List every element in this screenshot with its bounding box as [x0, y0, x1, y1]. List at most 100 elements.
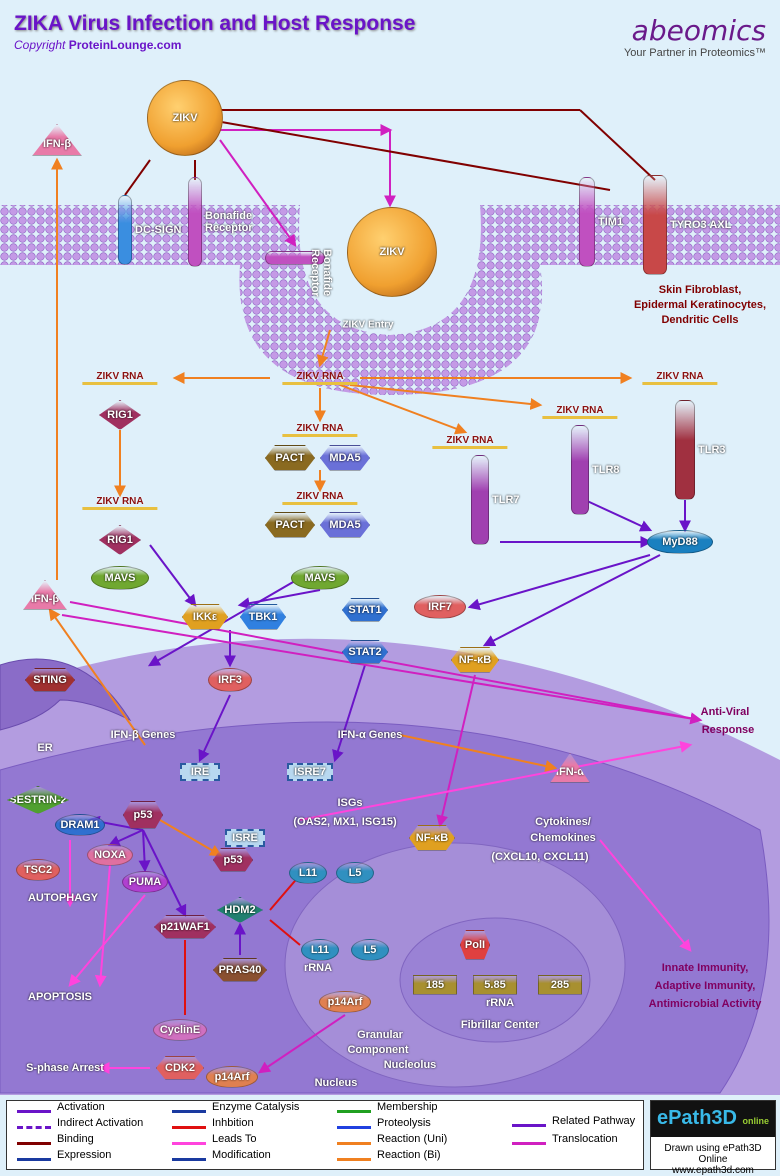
node-pras40[interactable]: PRAS40 [213, 958, 267, 982]
node-nfkb2[interactable]: NF-κB [409, 825, 455, 851]
label-kera: Epidermal Keratinocytes, [633, 299, 767, 311]
node-label: MDA5 [329, 519, 361, 531]
node-zikv-top[interactable]: ZIKV [147, 80, 223, 156]
node-label: ZIKV RNA [296, 423, 344, 434]
node-cdk2[interactable]: CDK2 [156, 1056, 204, 1080]
node-cycline[interactable]: CyclinE [153, 1019, 207, 1041]
node-p14a[interactable]: p14Arf [319, 991, 371, 1013]
node-rna-pact1[interactable]: ZIKV RNA [282, 423, 358, 437]
node-ire[interactable]: IRE [180, 763, 220, 781]
node-ikke[interactable]: IKKε [182, 604, 228, 630]
node-bonafide2[interactable]: Bonafide Receptor [265, 249, 333, 297]
legend-item: Modification [172, 1149, 271, 1161]
epath3d-badge[interactable]: ePath3D online Drawn using ePath3D Onlin… [650, 1100, 776, 1176]
node-mavs2[interactable]: MAVS [291, 566, 349, 590]
legend-swatch-icon [512, 1133, 546, 1145]
node-label: 285 [550, 979, 570, 991]
legend-item: Leads To [172, 1133, 256, 1145]
node-tlr7[interactable]: TLR7 [471, 455, 520, 545]
node-label: STING [33, 674, 67, 686]
label-nucleolus: Nucleolus [383, 1059, 437, 1071]
node-label: L5 [348, 867, 362, 879]
node-tyro3[interactable]: TYRO3 AXL [643, 175, 731, 275]
node-stat2[interactable]: STAT2 [342, 640, 388, 664]
node-myd88[interactable]: MyD88 [647, 530, 713, 554]
node-tlr3[interactable]: TLR3 [675, 400, 726, 500]
node-dram1[interactable]: DRAM1 [55, 814, 105, 836]
node-tim1[interactable]: TIM1 [579, 177, 623, 267]
node-tsc2[interactable]: TSC2 [16, 859, 60, 881]
node-label: ZIKV RNA [96, 496, 144, 507]
node-noxa[interactable]: NOXA [87, 844, 133, 866]
copyright-link[interactable]: ProteinLounge.com [68, 38, 182, 52]
node-p53a[interactable]: p53 [123, 801, 163, 829]
node-l5b[interactable]: L5 [351, 939, 389, 961]
node-p53b[interactable]: p53 [213, 848, 253, 872]
label-autophagy: AUTOPHAGY [27, 892, 99, 904]
node-rna-tlr7[interactable]: ZIKV RNA [432, 435, 508, 449]
edge-37 [138, 829, 151, 873]
node-mda5b[interactable]: MDA5 [320, 512, 370, 538]
node-rna-l[interactable]: ZIKV RNA [82, 371, 158, 385]
node-sting[interactable]: STING [25, 668, 75, 692]
logo-tagline: Your Partner in Proteomics™ [623, 47, 766, 59]
legend-swatch-icon [17, 1117, 51, 1129]
node-l11a[interactable]: L11 [289, 862, 327, 884]
node-p14b[interactable]: p14Arf [206, 1066, 258, 1088]
edge-7 [219, 139, 297, 247]
edge-41 [94, 864, 111, 988]
legend-swatch-icon [17, 1133, 51, 1145]
node-tbk1[interactable]: TBK1 [240, 604, 286, 630]
legend-label: Indirect Activation [57, 1117, 144, 1129]
node-label: 185 [425, 979, 445, 991]
node-bonafide1[interactable]: Bonafide Receptor [188, 177, 253, 267]
label-antiviral1: Anti-Viral [700, 706, 750, 718]
node-mavs1[interactable]: MAVS [91, 566, 149, 590]
node-label: DC-SIGN [135, 224, 182, 236]
legend-item: Enzyme Catalysis [172, 1101, 299, 1113]
node-irf7[interactable]: IRF7 [414, 595, 466, 619]
node-zikv-entry[interactable]: ZIKV Entry [328, 320, 407, 331]
node-r185[interactable]: 185 [413, 975, 457, 995]
node-l11b[interactable]: L11 [301, 939, 339, 961]
label-sphase: S-phase Arrest [26, 1062, 104, 1074]
legend-swatch-icon [337, 1101, 371, 1113]
node-r285[interactable]: 285 [538, 975, 582, 995]
node-dc-sign[interactable]: DC-SIGN [118, 195, 181, 265]
node-puma[interactable]: PUMA [122, 871, 168, 893]
node-pact2[interactable]: PACT [265, 512, 315, 538]
label-nucleus: Nucleus [314, 1077, 358, 1089]
legend-swatch-icon [172, 1117, 206, 1129]
node-isre7[interactable]: ISRE7 [287, 763, 333, 781]
node-pact1[interactable]: PACT [265, 445, 315, 471]
node-label: PUMA [128, 876, 162, 888]
label-rrna2: rRNA [485, 997, 515, 1009]
node-label: ZIKV RNA [296, 371, 344, 382]
label-rrna1: rRNA [303, 962, 333, 974]
node-rna-pact2[interactable]: ZIKV RNA [282, 491, 358, 505]
node-irf3[interactable]: IRF3 [208, 668, 252, 692]
node-isre[interactable]: ISRE [225, 829, 265, 847]
node-r58[interactable]: 5.85 [473, 975, 517, 995]
node-label: ZIKV Entry [342, 319, 394, 331]
node-zikv-in[interactable]: ZIKV [347, 207, 437, 297]
node-label: ZIKV RNA [556, 405, 604, 416]
node-rna-tlr8[interactable]: ZIKV RNA [542, 405, 618, 419]
node-mda5a[interactable]: MDA5 [320, 445, 370, 471]
node-stat1[interactable]: STAT1 [342, 598, 388, 622]
legend-label: Activation [57, 1101, 105, 1113]
node-rna-rig2[interactable]: ZIKV RNA [82, 496, 158, 510]
node-nfkb1[interactable]: NF-κB [451, 647, 499, 673]
label-cxcl: (CXCL10, CXCL11) [491, 851, 589, 863]
node-label: TLR3 [698, 444, 726, 456]
node-poli[interactable]: PolI [460, 930, 490, 960]
legend-item: Expression [17, 1149, 111, 1161]
node-label: L11 [298, 867, 318, 879]
node-rna-r[interactable]: ZIKV RNA [642, 371, 718, 385]
node-rna-c[interactable]: ZIKV RNA [282, 371, 358, 385]
node-p21[interactable]: p21WAF1 [154, 915, 216, 939]
node-tlr8[interactable]: TLR8 [571, 425, 620, 515]
edge-46 [269, 919, 301, 946]
legend-item: Reaction (Bi) [337, 1149, 441, 1161]
node-l5a[interactable]: L5 [336, 862, 374, 884]
